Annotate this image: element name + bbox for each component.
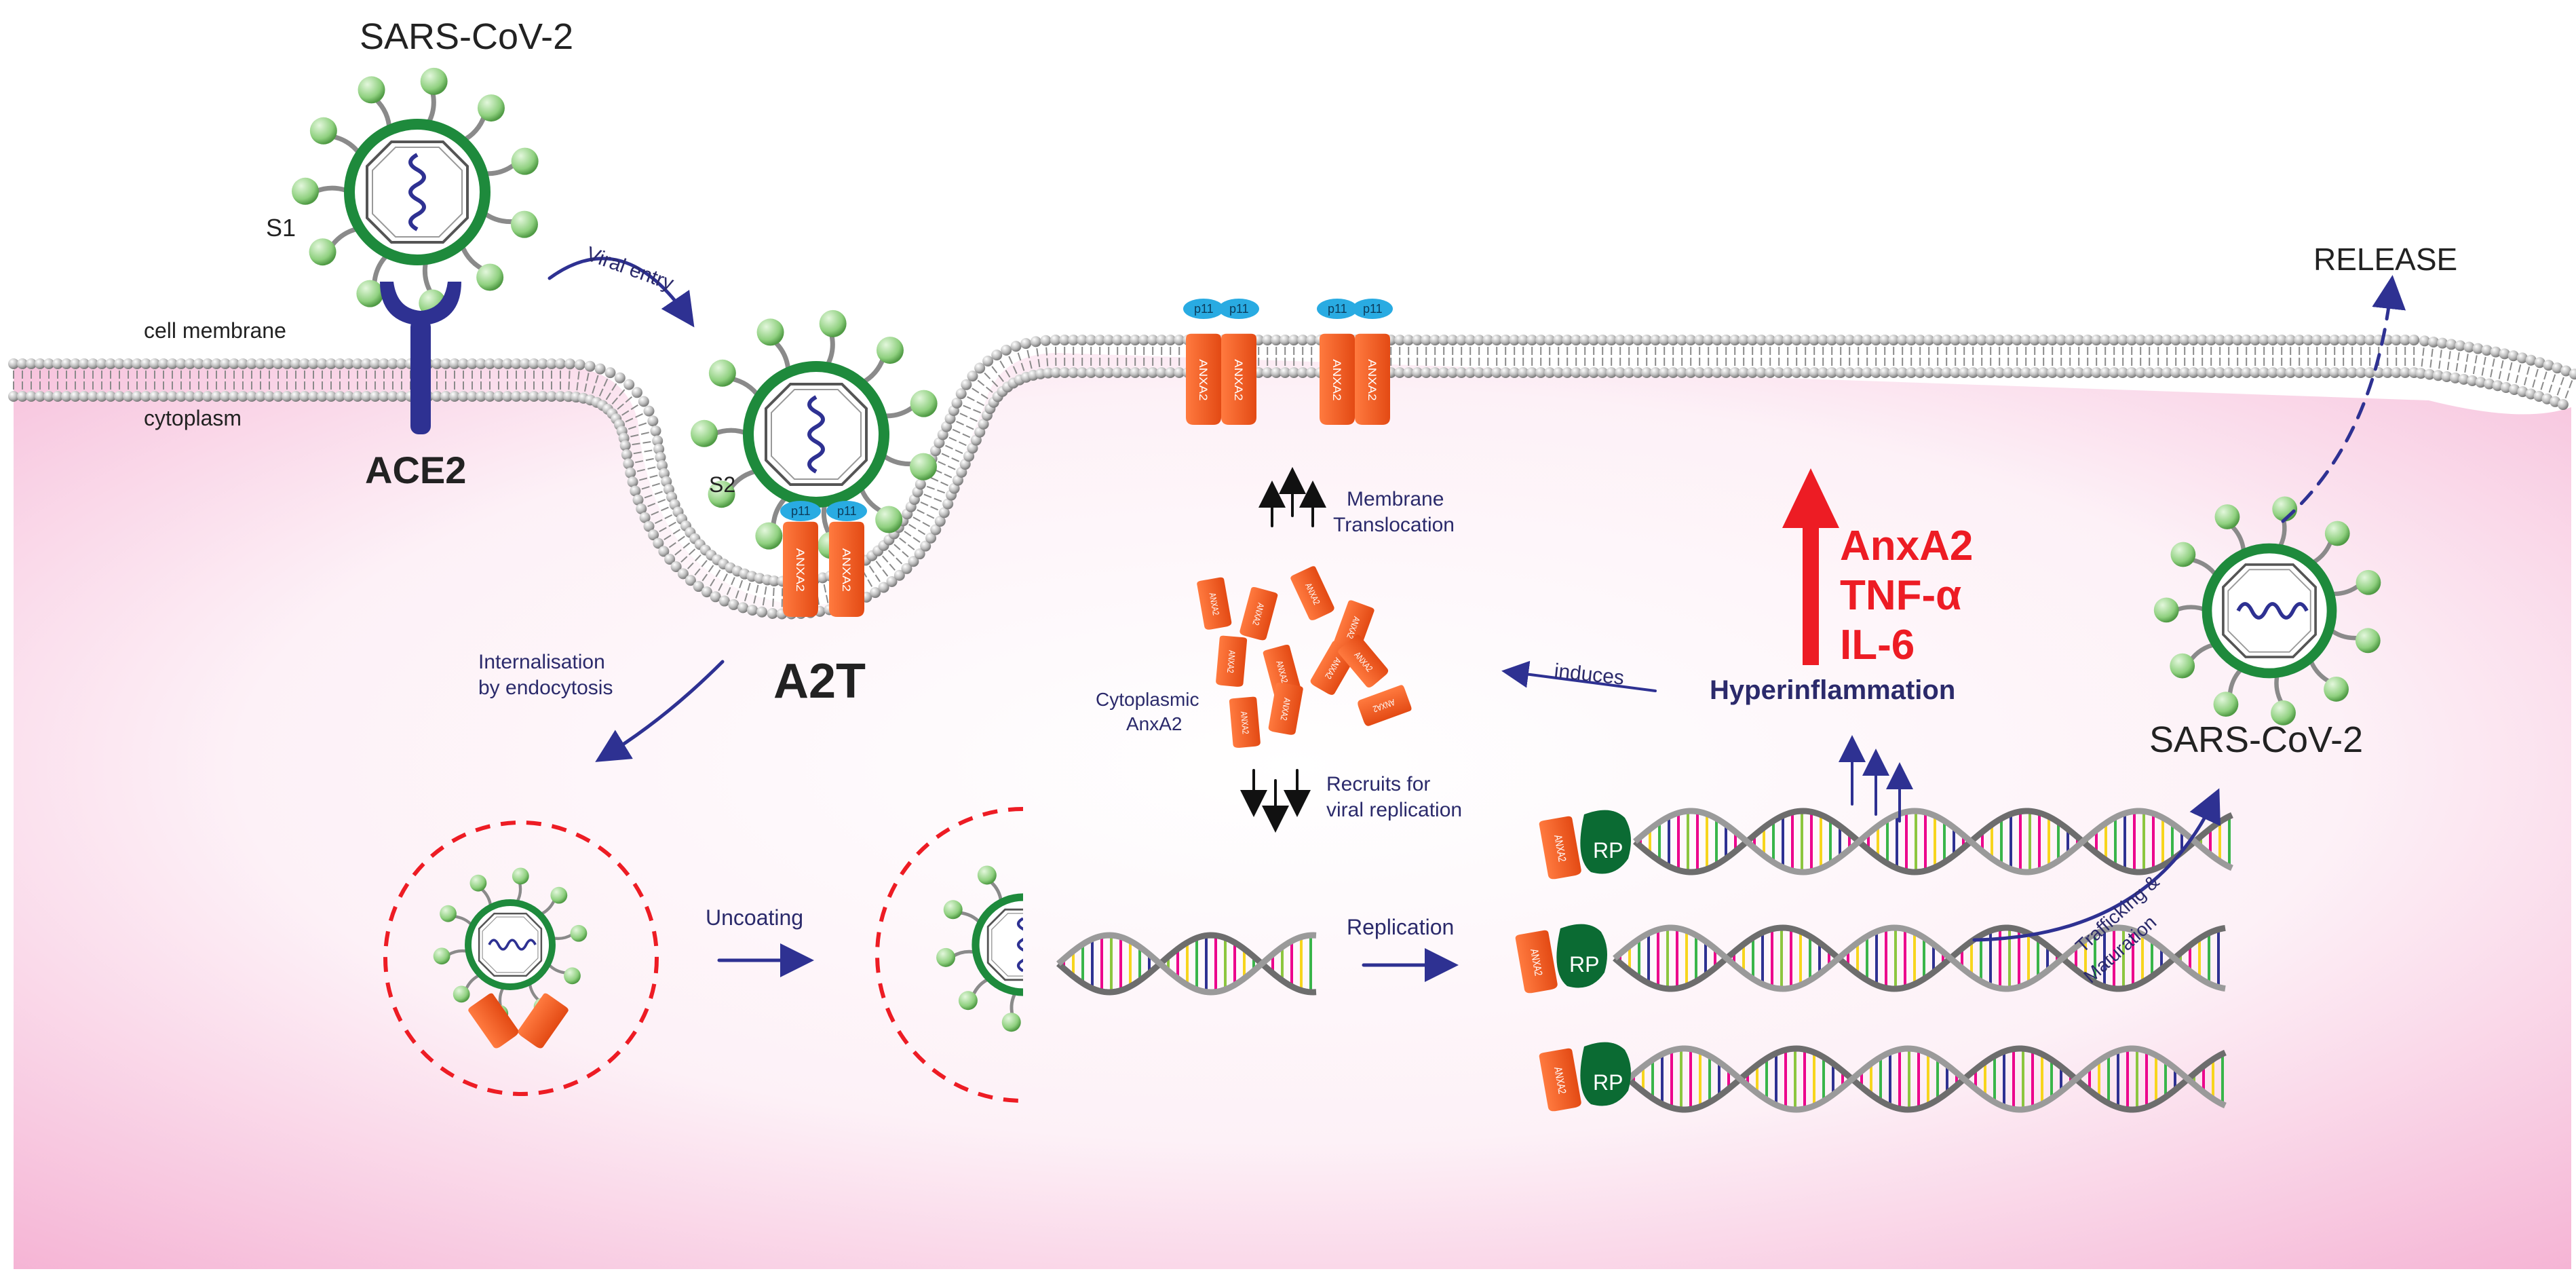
label-uncoating: Uncoating: [706, 905, 803, 930]
label-s1: S1: [266, 214, 296, 242]
svg-text:p11: p11: [1194, 302, 1214, 316]
label-viral-entry: Viral entry: [583, 243, 677, 295]
svg-text:ANXA2: ANXA2: [840, 548, 853, 592]
svg-text:p11: p11: [1229, 302, 1249, 316]
svg-text:ANXA2: ANXA2: [1232, 359, 1245, 400]
svg-text:ANXA2: ANXA2: [1239, 711, 1252, 735]
label-il6-red: IL-6: [1840, 622, 1915, 668]
svg-text:ANXA2: ANXA2: [1225, 650, 1238, 674]
label-cytoplasmic-2: AnxA2: [1126, 713, 1183, 734]
label-internalisation-2: by endocytosis: [478, 677, 613, 699]
label-recruits-1: Recruits for: [1326, 773, 1430, 795]
label-recruits-2: viral replication: [1326, 799, 1462, 821]
label-cell-membrane: cell membrane: [144, 318, 286, 343]
label-membrane-1: Membrane: [1347, 488, 1444, 510]
label-virus-top: SARS-CoV-2: [360, 16, 573, 57]
label-membrane-2: Translocation: [1333, 514, 1455, 536]
virus-top: [292, 68, 539, 317]
label-virus-right: SARS-CoV-2: [2149, 719, 2363, 760]
svg-text:RP: RP: [1593, 1070, 1623, 1095]
svg-text:RP: RP: [1593, 838, 1623, 863]
label-ace2: ACE2: [365, 449, 466, 491]
label-internalisation-1: Internalisation: [478, 651, 605, 673]
svg-text:ANXA2: ANXA2: [794, 548, 807, 592]
label-tnf-red: TNF-α: [1840, 572, 1961, 619]
virus-entry: [691, 310, 938, 559]
label-release: RELEASE: [2313, 242, 2457, 277]
label-cytoplasmic-1: Cytoplasmic: [1096, 689, 1199, 710]
svg-text:p11: p11: [1363, 302, 1383, 316]
svg-text:ANXA2: ANXA2: [1366, 359, 1379, 400]
svg-text:RP: RP: [1569, 952, 1599, 977]
label-hyperinflammation: Hyperinflammation: [1710, 675, 1955, 705]
label-s2: S2: [709, 472, 735, 497]
svg-text:ANXA2: ANXA2: [1330, 359, 1343, 400]
label-cytoplasm: cytoplasm: [144, 406, 242, 430]
label-a2t: A2T: [773, 654, 866, 709]
svg-text:p11: p11: [791, 504, 811, 518]
svg-text:ANXA2: ANXA2: [1197, 359, 1210, 400]
label-replication: Replication: [1347, 915, 1454, 939]
label-anxa2-red: AnxA2: [1840, 523, 1973, 569]
svg-text:p11: p11: [1328, 302, 1347, 316]
svg-text:p11: p11: [837, 504, 857, 518]
